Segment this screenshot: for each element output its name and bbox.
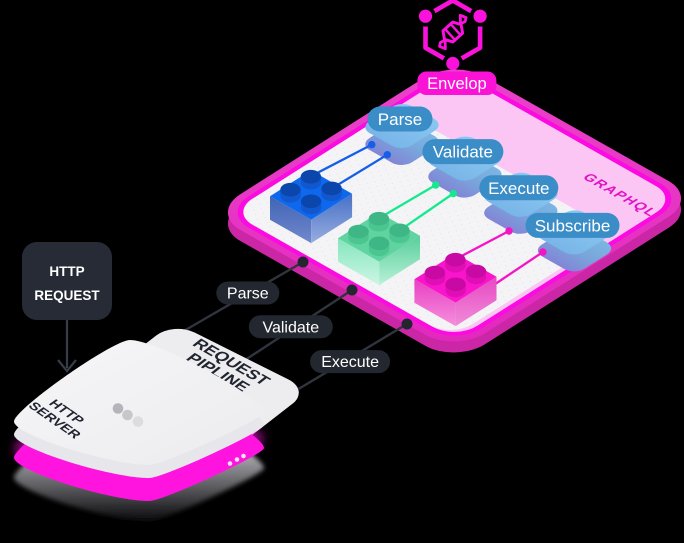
svg-text:Validate: Validate (262, 319, 319, 336)
svg-text:Validate: Validate (433, 143, 493, 162)
svg-text:REQUEST: REQUEST (34, 288, 100, 303)
svg-text:Execute: Execute (488, 179, 549, 198)
svg-text:Execute: Execute (321, 354, 379, 371)
svg-text:Subscribe: Subscribe (535, 216, 611, 235)
svg-text:HTTP: HTTP (49, 264, 84, 279)
svg-text:Envelop: Envelop (427, 75, 487, 93)
svg-text:Parse: Parse (227, 286, 269, 303)
svg-text:Parse: Parse (378, 110, 422, 129)
